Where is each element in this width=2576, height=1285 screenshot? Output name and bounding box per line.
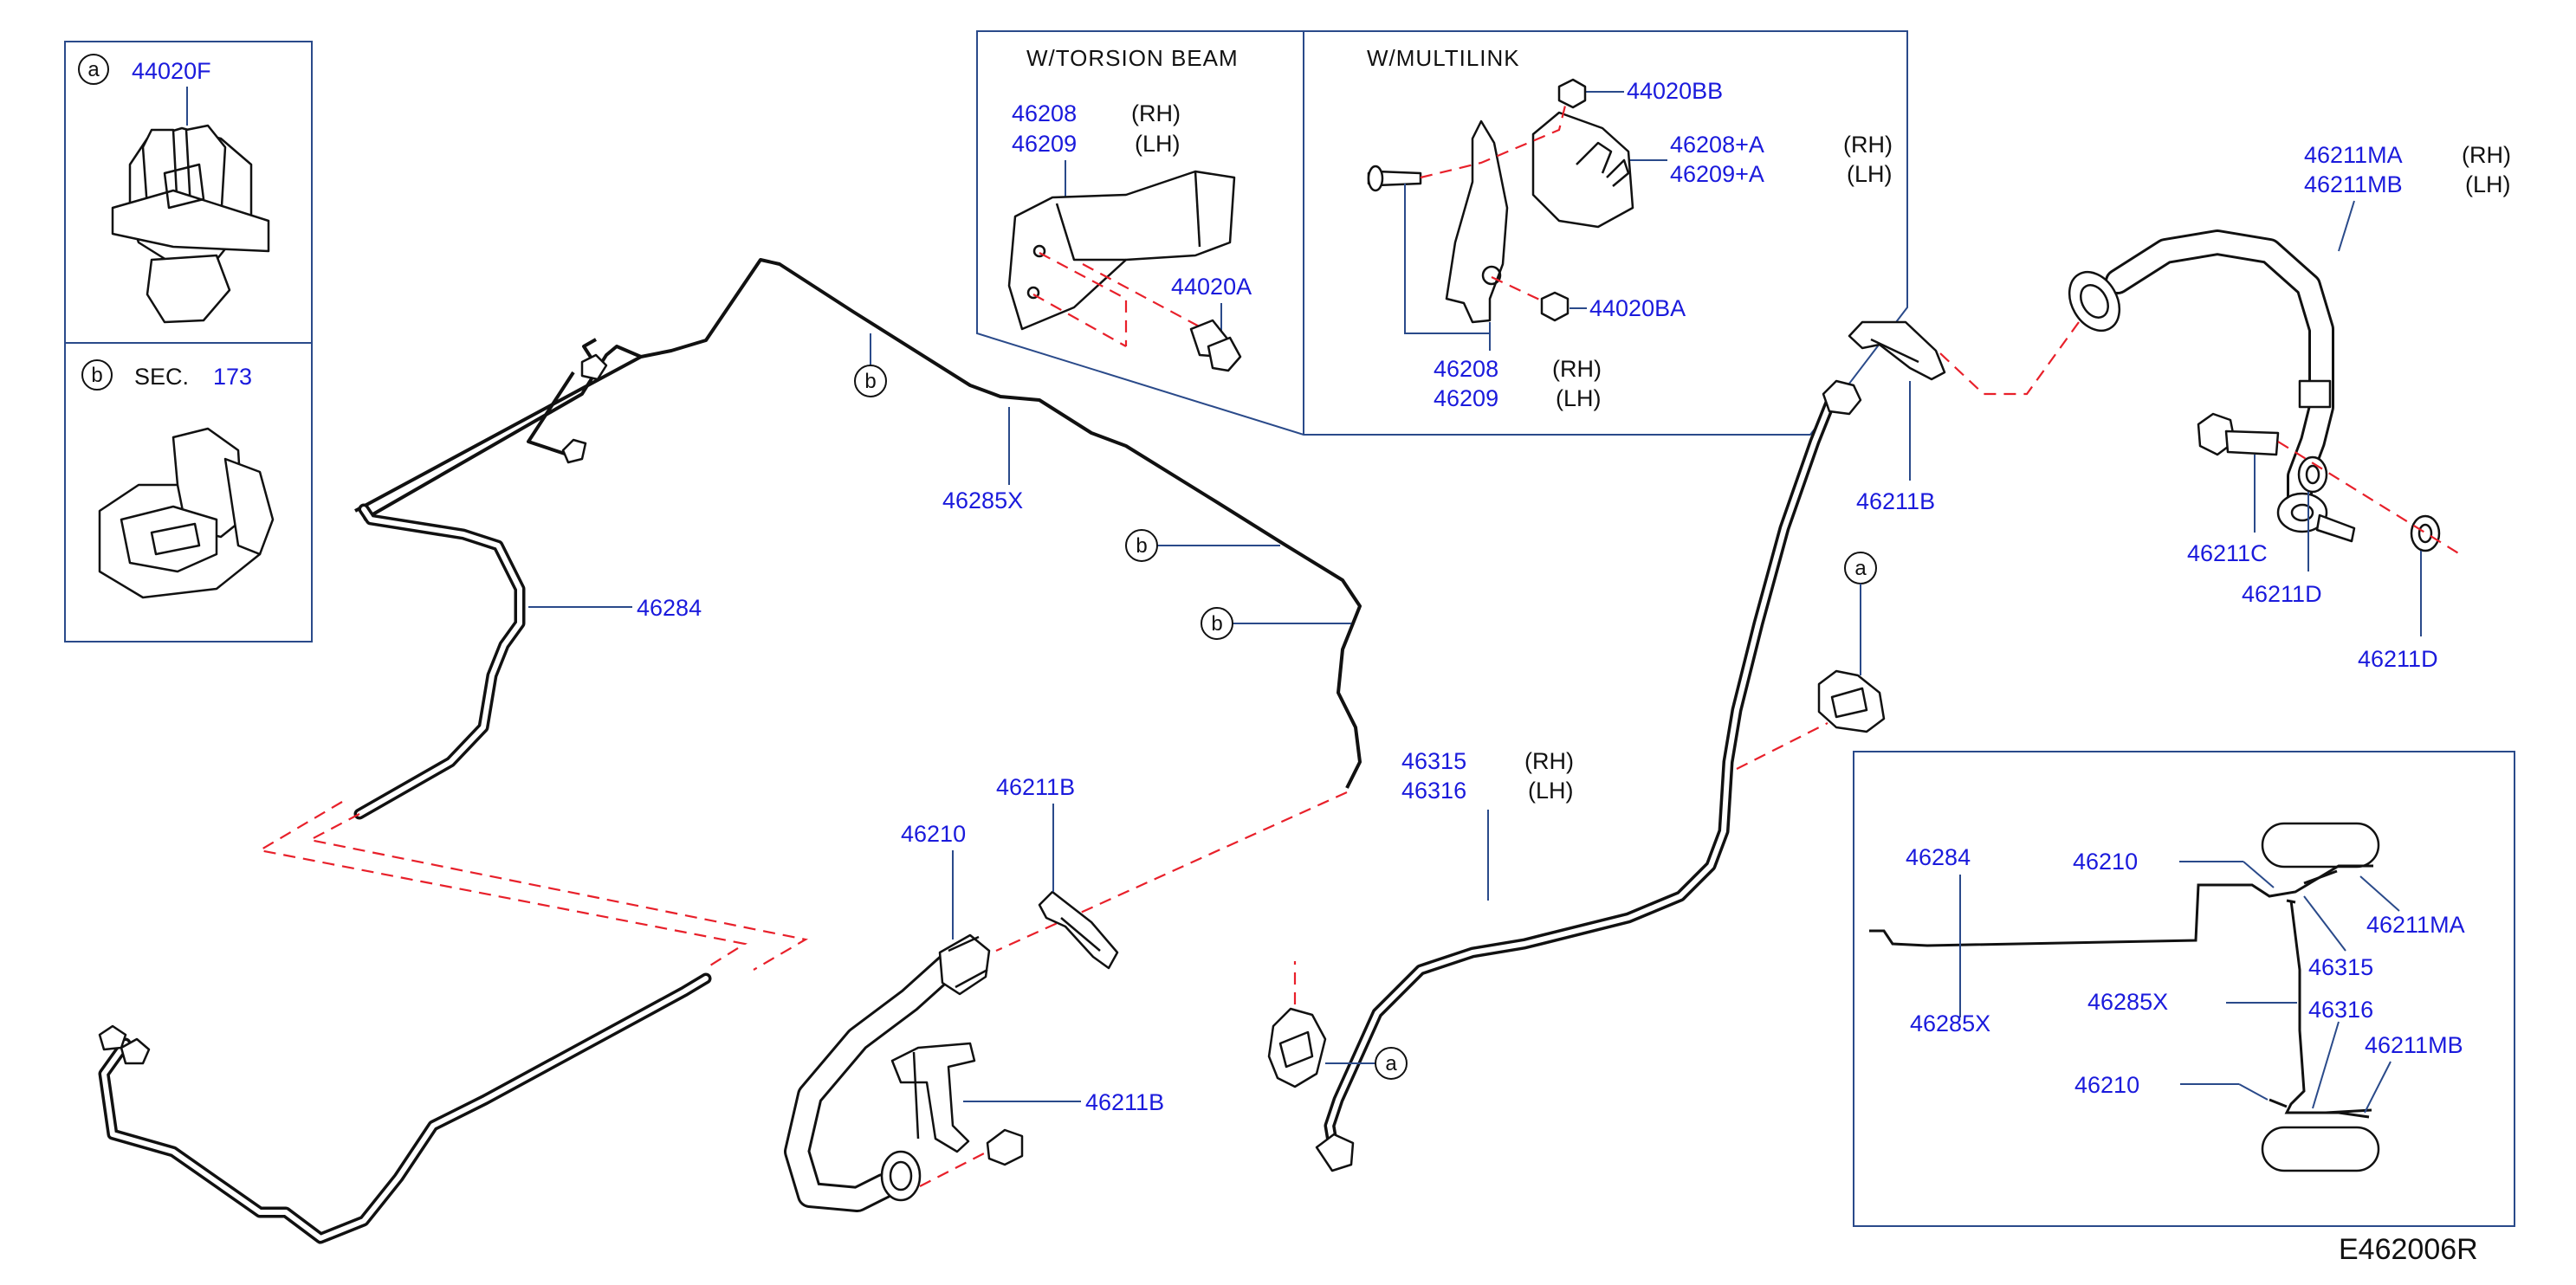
nut-44020BA [1540, 291, 1570, 322]
ov-part-46210-bottom: 46210 [2074, 1072, 2139, 1098]
clip-46211B-2 [890, 1042, 976, 1153]
pipe-46285X [354, 258, 1362, 789]
bracket-46208A-drawing [1531, 111, 1634, 229]
clip-46211B-3 [1848, 320, 1946, 381]
pin-drawing [1367, 165, 1422, 192]
part-46211MB: 46211MB [2304, 171, 2403, 197]
svg-text:b: b [1211, 612, 1222, 636]
callout-b-1: b [854, 333, 887, 397]
part-46208-ml: 46208 [1434, 356, 1498, 382]
part-46211B-3: 46211B [1856, 488, 1935, 514]
rh-46211MA: (RH) [2462, 142, 2511, 168]
lh-46211MB: (LH) [2465, 171, 2511, 197]
part-44020BA: 44020BA [1589, 295, 1686, 321]
nut-44020BB [1557, 78, 1587, 109]
ov-part-46210-top: 46210 [2073, 849, 2138, 875]
clip-sec173-drawing [98, 427, 275, 599]
ov-part-46284: 46284 [1906, 844, 1971, 870]
svg-text:b: b [864, 370, 876, 393]
break-lines [256, 791, 1348, 971]
part-46211D-2: 46211D [2358, 646, 2438, 672]
hose-46210-left [784, 933, 991, 1212]
bracket-inset: W/TORSION BEAM W/MULTILINK 46208 (RH) 46… [976, 30, 1908, 436]
lh-ml: (LH) [1847, 161, 1893, 187]
clip-a-bottom [1267, 1007, 1327, 1088]
rh-ml2: (RH) [1552, 356, 1602, 382]
clip-46211B-1 [1038, 890, 1119, 970]
clip-a-right [1817, 669, 1886, 733]
clip-44020F-drawing [111, 124, 270, 324]
callout-b-2: b [1125, 529, 1280, 562]
callout-a-bottom: a [1325, 1047, 1408, 1080]
part-44020F: 44020F [132, 58, 211, 84]
tire-top [2261, 822, 2380, 869]
part-46315-main: 46315 [1401, 748, 1466, 774]
part-44020A: 44020A [1171, 274, 1252, 300]
part-46210-main: 46210 [901, 821, 966, 847]
ov-part-46285X-mid: 46285X [2087, 989, 2168, 1015]
ov-part-46211MA: 46211MA [2366, 912, 2465, 938]
svg-text:a: a [1385, 1052, 1397, 1075]
part-46284-main: 46284 [637, 595, 702, 621]
part-46285X-main: 46285X [942, 488, 1023, 513]
part-46211B-1: 46211B [996, 774, 1075, 800]
callout-b-3: b [1201, 607, 1351, 640]
rh-ml: (RH) [1843, 132, 1893, 158]
svg-text:b: b [1136, 534, 1147, 558]
sec-number: 173 [213, 364, 252, 390]
svg-text:b: b [91, 364, 102, 387]
callout-a-inset: a [78, 54, 109, 85]
svg-text:a: a [87, 58, 100, 81]
part-46211C: 46211C [2187, 540, 2268, 566]
part-46316-main: 46316 [1401, 778, 1466, 804]
part-46209-tb: 46209 [1012, 131, 1077, 157]
inset-b-clip: b SEC. 173 [64, 342, 313, 642]
callout-b-inset: b [81, 359, 113, 391]
washer-46211D-1 [2297, 455, 2328, 494]
lh-46316: (LH) [1528, 778, 1574, 804]
bracket-46208-ml-drawing [1445, 119, 1509, 324]
rh-46315: (RH) [1524, 748, 1574, 774]
part-46208A: 46208+A [1670, 132, 1764, 158]
callout-a-right: a [1844, 552, 1877, 675]
heading-torsion-beam: W/TORSION BEAM [1026, 45, 1239, 71]
part-46211D-1: 46211D [2242, 581, 2322, 607]
bracket-46208-tb-drawing [1007, 170, 1236, 331]
ov-part-46285X: 46285X [1910, 1011, 1990, 1036]
part-46208-tb: 46208 [1012, 100, 1077, 126]
part-44020BB: 44020BB [1627, 78, 1723, 104]
part-46209-ml: 46209 [1434, 385, 1498, 411]
sec-label: SEC. [134, 364, 189, 390]
heading-multilink: W/MULTILINK [1367, 45, 1520, 71]
rh-tb: (RH) [1131, 100, 1181, 126]
ov-part-46211MB: 46211MB [2365, 1032, 2463, 1058]
ov-part-46316: 46316 [2308, 997, 2373, 1023]
overview-inset: 46284 46285X 46210 46211MA 46315 46285X … [1853, 751, 2515, 1227]
hose-46211MA [2068, 229, 2356, 543]
part-46211MA: 46211MA [2304, 142, 2403, 168]
pipe-46284 [98, 503, 712, 1244]
tire-bottom [2261, 1126, 2380, 1172]
washer-46211D-2 [2410, 514, 2441, 552]
ov-part-46315: 46315 [2308, 954, 2373, 980]
inset-a-clip: a 44020F [64, 41, 313, 344]
diagram-code: E462006R [2339, 1233, 2478, 1266]
part-46209A: 46209+A [1670, 161, 1764, 187]
svg-text:a: a [1854, 557, 1867, 580]
lh-tb: (LH) [1135, 131, 1181, 157]
bolt-46211C [2197, 412, 2280, 456]
tube-46315 [1315, 379, 1862, 1172]
bolt-44020A-drawing [1189, 319, 1242, 372]
part-46211B-2: 46211B [1085, 1089, 1164, 1115]
lh-ml2: (LH) [1556, 385, 1602, 411]
